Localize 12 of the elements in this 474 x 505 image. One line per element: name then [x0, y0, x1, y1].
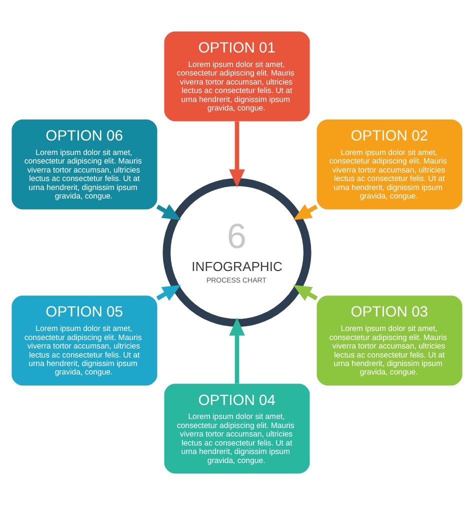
arrow	[229, 318, 245, 384]
node-box: OPTION 02 Lorem ipsum dolor sit amet, consectetur adipiscing elit. Mauris viverra tortor accumsan, ultricies lectus ac consectetur felis. Ut at urna hendrerit, dignissim ipsum gravida, congue.	[316, 120, 462, 210]
node-box: OPTION 03 Lorem ipsum dolor sit amet, consectetur adipiscing elit. Mauris viverra tortor accumsan, ultricies lectus ac consectetur felis. Ut at urna hendrerit, dignissim ipsum gravida, congue.	[316, 296, 462, 386]
node-box: OPTION 04 Lorem ipsum dolor sit amet, consectetur adipiscing elit. Mauris viverra tortor accumsan, ultricies lectus ac consectetur felis. Ut at urna hendrerit, dignissim ipsum gravida, congue.	[164, 384, 310, 474]
node-box: OPTION 01 Lorem ipsum dolor sit amet, consectetur adipiscing elit. Mauris viverra tortor accumsan, ultricies lectus ac consectetur felis. Ut at urna hendrerit, dignissim ipsum gravida, congue.	[164, 31, 310, 122]
node-box: OPTION 05 Lorem ipsum dolor sit amet, consectetur adipiscing elit. Mauris viverra tortor accumsan, ultricies lectus ac consectetur felis. Ut at urna hendrerit, dignissim ipsum gravida, congue.	[12, 296, 158, 386]
arrow	[293, 204, 318, 220]
arrow	[156, 204, 181, 220]
arrow	[156, 284, 181, 301]
node-box: OPTION 06 Lorem ipsum dolor sit amet, consectetur adipiscing elit. Mauris viverra tortor accumsan, ultricies lectus ac consectetur felis. Ut at urna hendrerit, dignissim ipsum gravida, congue.	[12, 120, 158, 210]
arrow	[293, 284, 318, 301]
arrow	[229, 121, 245, 188]
